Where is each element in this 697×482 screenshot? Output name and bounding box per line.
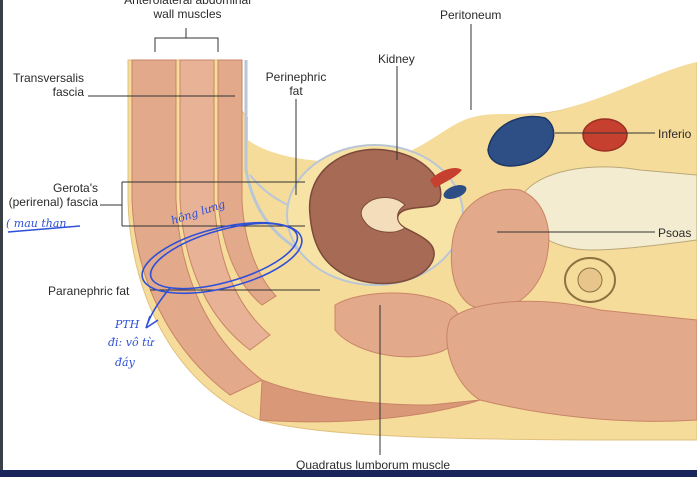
wall-muscle-middle xyxy=(179,59,271,351)
label-quadratus: Quadratus lumborum muscle xyxy=(296,458,451,472)
label-psoas: Psoas xyxy=(658,226,692,240)
leader-abdominal-wall xyxy=(154,28,219,52)
taskbar-strip xyxy=(0,470,697,477)
label-peritoneum: Peritoneum xyxy=(440,8,502,22)
ink-annotations xyxy=(7,221,303,329)
spinal-cord xyxy=(577,267,603,293)
label-abdominal-wall: Anterolateral abdominal wall muscles xyxy=(124,0,251,21)
handwritten-note-pth: PTH xyxy=(115,318,140,331)
ink-circle-outer xyxy=(141,221,303,295)
inferior-vena-cava xyxy=(487,115,555,167)
psoas-muscle xyxy=(450,188,550,311)
erector-spinae xyxy=(446,300,697,422)
wall-muscle-outer xyxy=(131,59,263,396)
label-transversalis: Transversalis fascia xyxy=(13,71,84,99)
label-perinephric-fat: Perinephric fat xyxy=(265,70,327,98)
ink-arrow xyxy=(145,287,171,329)
leader-lines xyxy=(88,24,655,455)
renal-sinus xyxy=(360,197,406,233)
label-kidney: Kidney xyxy=(378,52,415,66)
peritoneal-cavity xyxy=(248,0,697,162)
label-paranephric: Paranephric fat xyxy=(48,284,130,298)
ink-underline xyxy=(7,225,81,233)
renal-vein xyxy=(443,185,467,199)
ink-circle-inner xyxy=(149,222,299,290)
handwritten-note-di-vo-tu: đi: vô từ xyxy=(108,336,154,349)
leader-gerota xyxy=(100,181,305,227)
renal-artery xyxy=(430,168,462,188)
handwritten-note-mau-than: ( mau than xyxy=(6,217,67,230)
label-gerota: Gerota's (perirenal) fascia xyxy=(8,181,98,209)
wall-muscle-inner xyxy=(217,59,277,306)
latissimus-dorsi xyxy=(259,379,481,423)
window-edge xyxy=(0,0,3,477)
label-inferior: Inferio xyxy=(658,127,692,141)
handwritten-note-day: đáy xyxy=(115,356,135,369)
aorta xyxy=(582,118,628,152)
